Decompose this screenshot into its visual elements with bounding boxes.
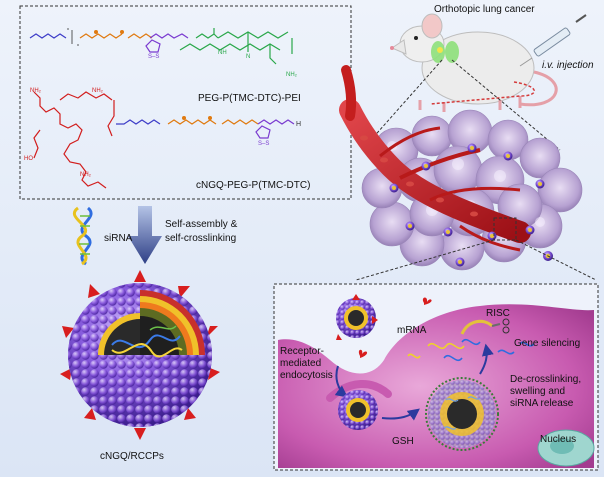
gene-silencing-label: Gene silencing [514, 338, 581, 349]
polymer-label-pei: PEG-P(TMC-DTC)-PEI [198, 93, 301, 104]
endocytosis-arrow [334, 365, 348, 398]
np-outside [336, 294, 378, 340]
gsh-arrow [381, 408, 420, 421]
svg-text:NH₂: NH₂ [30, 88, 42, 94]
nucleus-label: Nucleus [540, 434, 577, 445]
svg-text:NH₂: NH₂ [286, 72, 298, 78]
linker-segment [195, 33, 215, 39]
sirna-label: siRNA [104, 233, 133, 244]
risc-complex-icon [460, 318, 510, 335]
assembly-step-label: Self-assembly & self-crosslinking [165, 219, 238, 244]
svg-text:HO: HO [24, 156, 33, 162]
rccp-nanoparticle [60, 270, 220, 440]
dtc-segment-2 [257, 119, 295, 125]
lung-icon [431, 41, 459, 63]
svg-text:NH₂: NH₂ [92, 88, 104, 94]
cell-panel [273, 283, 599, 471]
blood-vessel [339, 65, 531, 252]
mouse-illustration [390, 13, 587, 112]
svg-text:H: H [296, 121, 301, 128]
cngq-peg-tmc-dtc-structure: NH₂ NH₂ NH₂ HO S–S H [24, 88, 301, 189]
polymer-structure-box: S–S NH₂ NH N NH₂ NH₂ NH₂ HO [19, 5, 352, 200]
peg-tmc-dtc-pei-structure: S–S NH₂ NH N [29, 28, 298, 78]
svg-text:S–S: S–S [258, 141, 269, 147]
zoom-line-4 [515, 239, 597, 281]
mrna-strands [407, 338, 535, 362]
tmc-segment [79, 33, 123, 39]
release-arrow [479, 343, 494, 375]
peg-segment [29, 33, 67, 39]
pei-segment [217, 31, 289, 39]
mouse-title: Orthotopic lung cancer [434, 4, 535, 15]
svg-text:N: N [246, 54, 250, 60]
release-label: De-crosslinking, swelling and siRNA rele… [510, 374, 582, 409]
dashed-frame [19, 5, 352, 200]
zoom-line-2 [451, 59, 561, 151]
syringe-icon [519, 14, 587, 67]
endocytosis-label: Receptor- mediated endocytosis [280, 346, 333, 381]
gsh-label: GSH [392, 436, 414, 447]
svg-text:NH: NH [218, 50, 227, 56]
zoom-line-3 [355, 239, 495, 281]
targeting-ligands [60, 270, 220, 440]
peg-segment-2 [116, 119, 161, 125]
mrna-label: mRNA [397, 325, 427, 336]
np-endosome [338, 390, 378, 430]
polymer-label-cngq: cNGQ-PEG-P(TMC-DTC) [196, 180, 311, 191]
svg-text:NH₂: NH₂ [80, 172, 92, 178]
zoom-region [493, 217, 517, 241]
sirna-helix [72, 206, 93, 266]
svg-text:S–S: S–S [148, 54, 159, 60]
dtc-segment [149, 33, 189, 39]
np-swollen [425, 377, 499, 451]
cngq-peptide [33, 91, 107, 189]
assembly-arrow [128, 206, 162, 264]
receptor-icon [358, 297, 432, 358]
product-label: cNGQ/RCCPs [100, 451, 164, 462]
tmc-segment-2 [167, 119, 217, 125]
injection-label: i.v. injection [542, 60, 594, 71]
risc-label: RISC [486, 308, 510, 319]
